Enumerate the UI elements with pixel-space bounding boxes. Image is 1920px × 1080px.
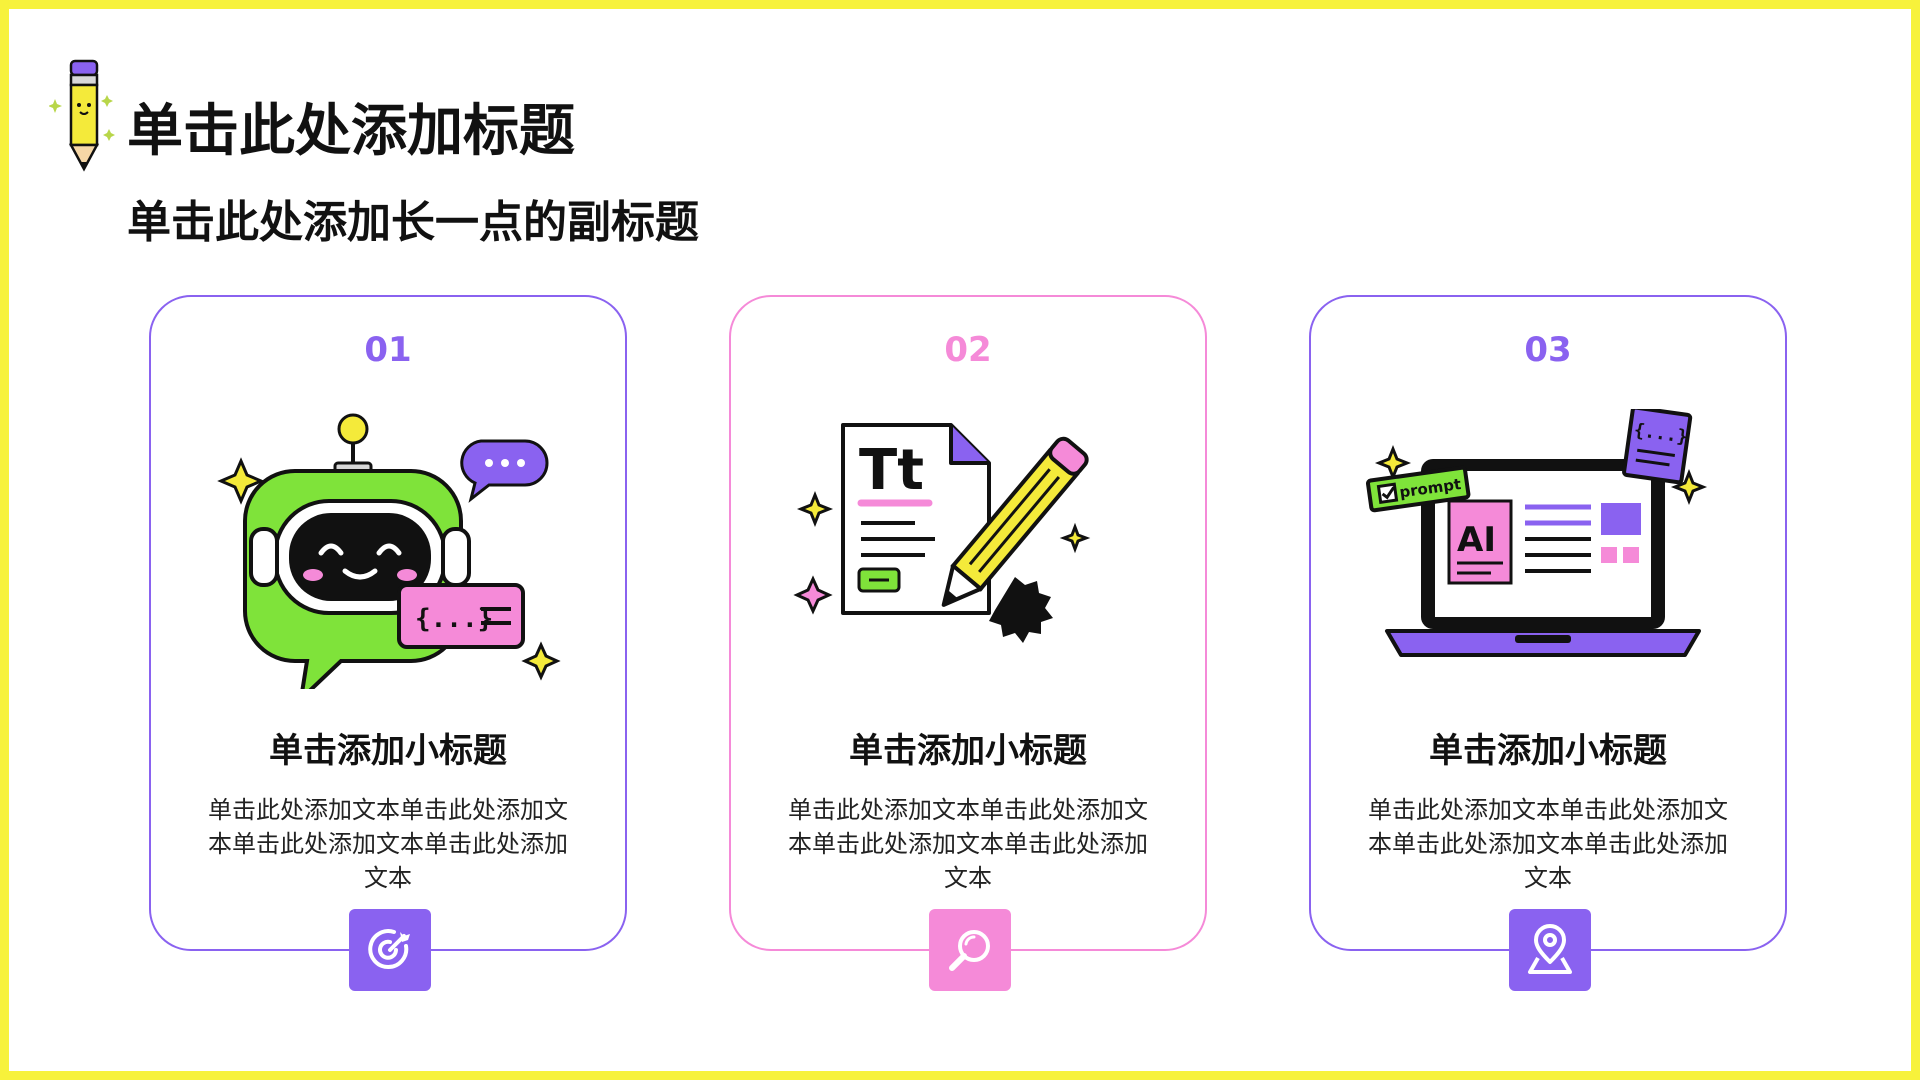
page-subtitle[interactable]: 单击此处添加长一点的副标题 bbox=[127, 197, 699, 248]
illustration-text: Tt bbox=[859, 438, 924, 503]
target-icon bbox=[368, 929, 410, 970]
location-pin-icon bbox=[1528, 924, 1572, 974]
card-badge[interactable] bbox=[929, 909, 1011, 991]
card-badge[interactable] bbox=[349, 909, 431, 991]
illustration-ai-text: AI bbox=[1457, 520, 1496, 560]
card-heading[interactable]: 单击添加小标题 bbox=[1429, 731, 1667, 771]
card-badge[interactable] bbox=[1509, 909, 1591, 991]
feature-card-1[interactable]: 01 {...} 单击添加小标题 单击此处添 bbox=[149, 295, 627, 991]
pencil-icon bbox=[49, 59, 115, 172]
card-number: 01 bbox=[364, 330, 412, 370]
illustration-code-text: {...} bbox=[415, 604, 493, 634]
page-title[interactable]: 单击此处添加标题 bbox=[127, 99, 575, 164]
card-body-text[interactable]: 单击此处添加文本单击此处添加文本单击此处添加文本单击此处添加文本 bbox=[208, 796, 568, 892]
magnifier-icon bbox=[949, 930, 990, 971]
document-pencil-icon: Tt bbox=[793, 423, 1091, 643]
card-body-text[interactable]: 单击此处添加文本单击此处添加文本单击此处添加文本单击此处添加文本 bbox=[1368, 796, 1728, 892]
card-body-text[interactable]: 单击此处添加文本单击此处添加文本单击此处添加文本单击此处添加文本 bbox=[788, 796, 1148, 892]
robot-chatbot-icon: {...} bbox=[217, 413, 561, 689]
feature-card-3[interactable]: 03 AI prompt bbox=[1309, 295, 1787, 991]
laptop-ai-icon: AI prompt {...} bbox=[1365, 409, 1708, 657]
card-number: 03 bbox=[1524, 330, 1572, 370]
card-number: 02 bbox=[944, 330, 992, 370]
card-heading[interactable]: 单击添加小标题 bbox=[849, 731, 1087, 771]
card-heading[interactable]: 单击添加小标题 bbox=[269, 731, 507, 771]
feature-card-2[interactable]: 02 Tt 单击添加小标题 单击此处添加文本单击 bbox=[729, 295, 1207, 991]
